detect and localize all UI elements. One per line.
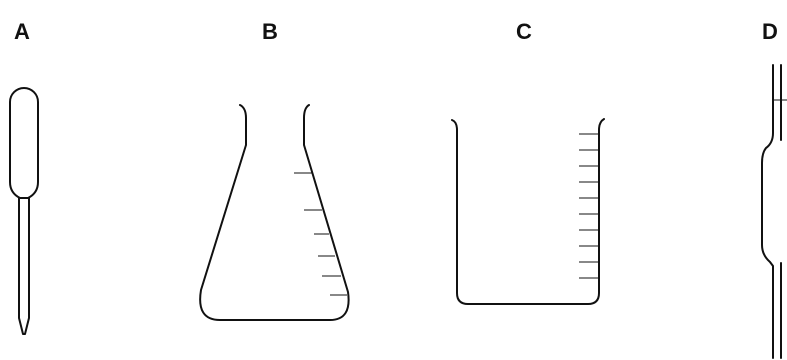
- label-d: D: [762, 19, 778, 44]
- beaker-group: C: [451, 19, 605, 305]
- dropper-tube: [18, 197, 30, 335]
- conical-flask-outline: [199, 104, 350, 321]
- beaker-scale: [579, 133, 599, 279]
- label-b: B: [262, 19, 278, 44]
- label-c: C: [516, 19, 532, 44]
- label-a: A: [14, 19, 30, 44]
- pipette-stem-outline: [761, 64, 774, 359]
- dropper-bulb: [9, 87, 39, 199]
- flask-scale: [294, 172, 347, 296]
- volumetric-pipette-group: D: [761, 19, 787, 359]
- beaker-outline: [451, 118, 605, 305]
- dropper-group: A: [9, 19, 39, 335]
- conical-flask-group: B: [199, 19, 350, 321]
